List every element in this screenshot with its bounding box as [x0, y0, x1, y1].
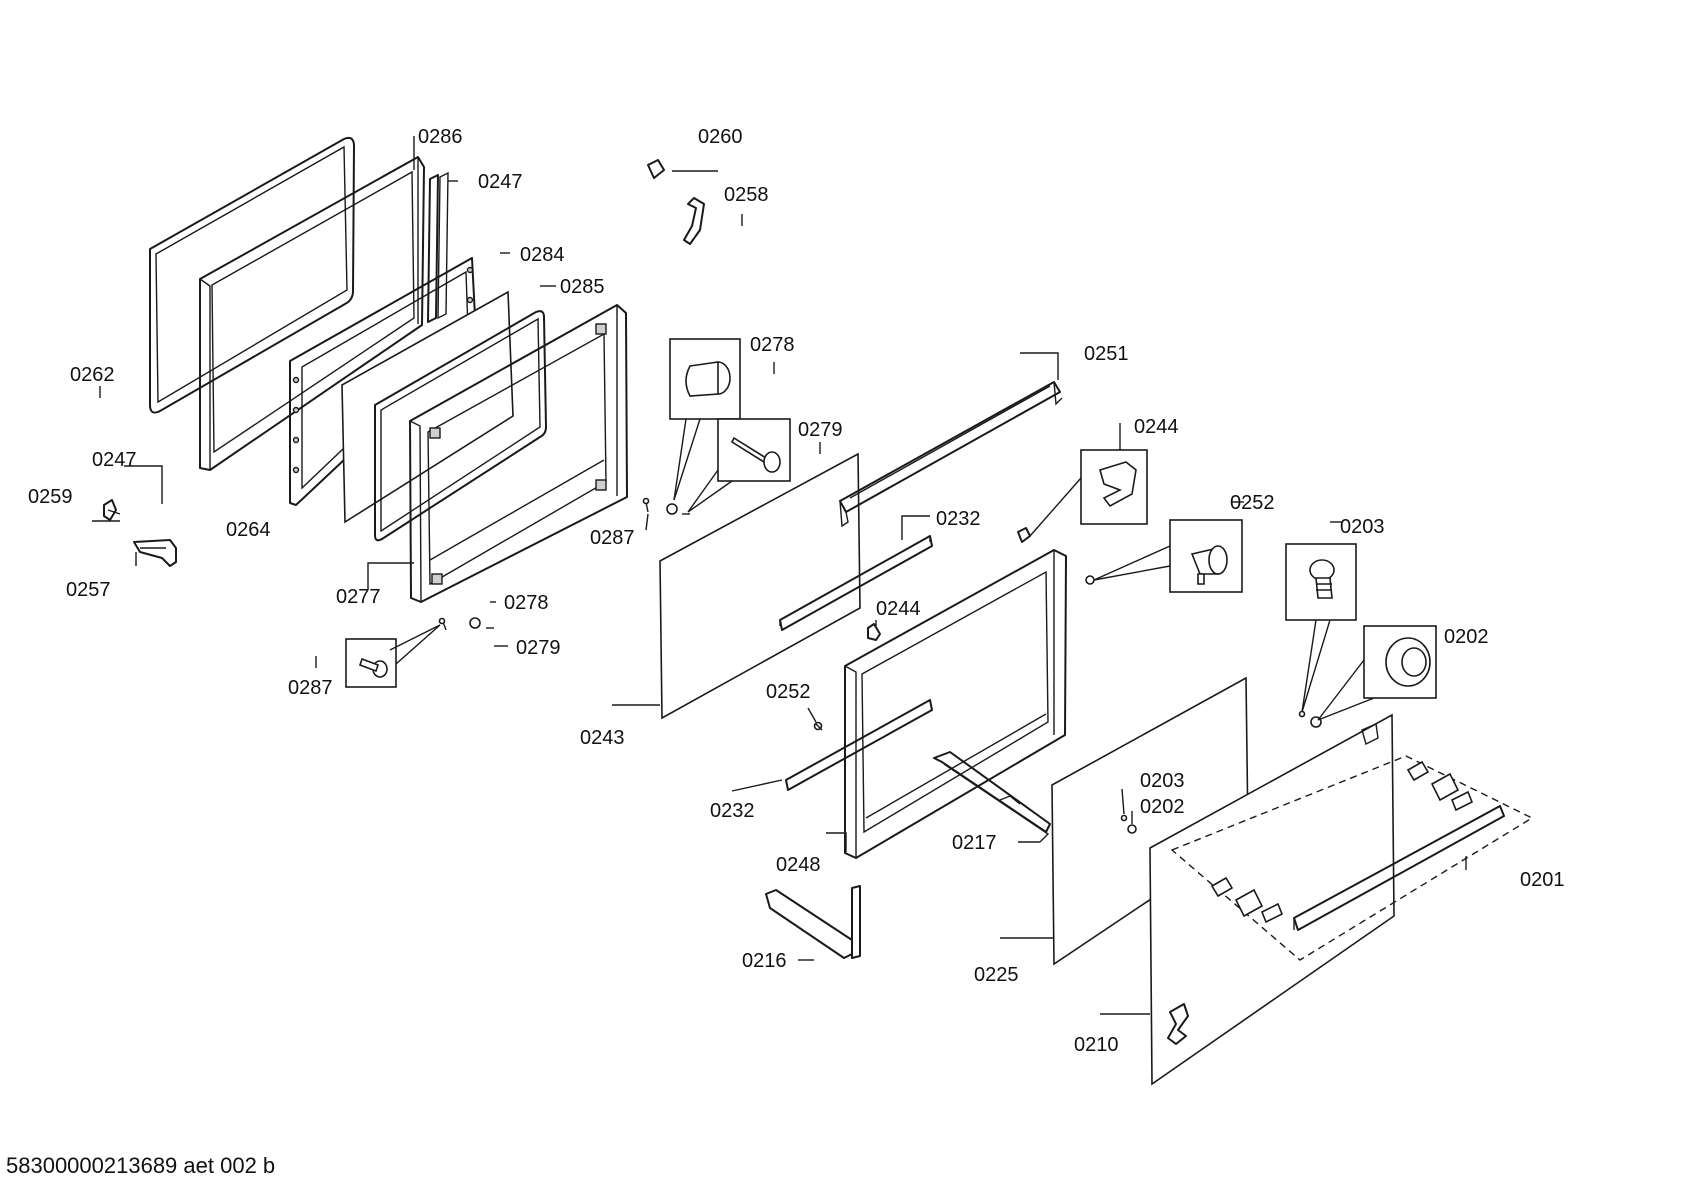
hinge-bracket-0216: [765, 885, 861, 959]
label-0279-top: 0279: [798, 419, 843, 441]
label-0217: 0217: [952, 832, 997, 854]
label-0287-bottom: 0287: [288, 677, 333, 699]
door-outer-frame-0277: [409, 304, 628, 603]
label-0279-bottom: 0279: [516, 637, 561, 659]
label-0202-top: 0202: [1444, 626, 1489, 648]
callout-bearing-0252: [1093, 519, 1243, 593]
hinge-pin-0260: [647, 159, 665, 179]
label-0278-top: 0278: [750, 334, 795, 356]
label-0252-top: 0252: [1230, 492, 1275, 514]
hinge-bracket-0217: [933, 751, 1051, 843]
callout-spring-0203: [1285, 543, 1357, 713]
glass-holder-0244: [867, 527, 1031, 641]
callout-spacer-0278: [669, 338, 741, 501]
label-0258: 0258: [724, 184, 769, 206]
label-0262: 0262: [70, 364, 115, 386]
label-0244-top: 0244: [1134, 416, 1179, 438]
label-0210: 0210: [1074, 1034, 1119, 1056]
glass-bracket-0232: [779, 535, 933, 791]
part-labels: 0286 0260 0247 0258 0284 0285 0278 0251 …: [28, 126, 1565, 1056]
hinge-spring-0258: [683, 197, 705, 245]
callout-screw-0287: [345, 624, 441, 688]
label-0251: 0251: [1084, 343, 1129, 365]
label-0247-top: 0247: [478, 171, 523, 193]
callout-bolt-0279: [687, 418, 791, 513]
label-0278-bottom: 0278: [504, 592, 549, 614]
label-0202-bottom: 0202: [1140, 796, 1185, 818]
inner-door-frame-0248: [844, 549, 1067, 859]
label-0257: 0257: [66, 579, 111, 601]
label-0243: 0243: [580, 727, 625, 749]
label-0286: 0286: [418, 126, 463, 148]
label-0260: 0260: [698, 126, 743, 148]
label-0232-top: 0232: [936, 508, 981, 530]
callout-knob-0202: [1317, 625, 1437, 721]
screw-0287: [438, 497, 650, 631]
leader-lines: [92, 136, 1467, 1015]
label-0259: 0259: [28, 486, 73, 508]
front-panel-0210: [1149, 713, 1395, 1086]
inner-glass-0284: [341, 290, 514, 524]
label-0247-left: 0247: [92, 449, 137, 471]
label-0284: 0284: [520, 244, 565, 266]
label-0203-bottom: 0203: [1140, 770, 1185, 792]
label-0201: 0201: [1520, 869, 1565, 891]
knob-0202: [1127, 716, 1322, 834]
glass-seal-0285: [374, 310, 547, 542]
spacer-0278: [469, 503, 678, 629]
label-0248: 0248: [776, 854, 821, 876]
hinge-lever-0257: [133, 539, 177, 567]
inner-door-frame-0286: [199, 156, 425, 471]
outer-glass-0243: [659, 452, 861, 720]
document-id: 58300000213689 aet 002 b: [6, 1153, 276, 1178]
label-0252-mid: 0252: [766, 681, 811, 703]
label-0232-bottom: 0232: [710, 800, 755, 822]
label-0216: 0216: [742, 950, 787, 972]
bearing-0252: [813, 575, 1095, 731]
hinge-clip-0259: [103, 499, 121, 521]
side-rail-0247: [427, 171, 449, 323]
label-0203-top: 0203: [1340, 516, 1385, 538]
label-0277: 0277: [336, 586, 381, 608]
label-0264: 0264: [226, 519, 271, 541]
label-0285: 0285: [560, 276, 605, 298]
bolt-0279: [486, 513, 690, 629]
handle-assembly-0201: [1170, 755, 1534, 961]
door-seal-0262: [149, 136, 355, 414]
label-0287-mid: 0287: [590, 527, 635, 549]
label-0244-mid: 0244: [876, 598, 921, 620]
label-0225: 0225: [974, 964, 1019, 986]
top-rail-0251: [839, 381, 1063, 528]
callout-holder-0244: [1029, 449, 1148, 537]
